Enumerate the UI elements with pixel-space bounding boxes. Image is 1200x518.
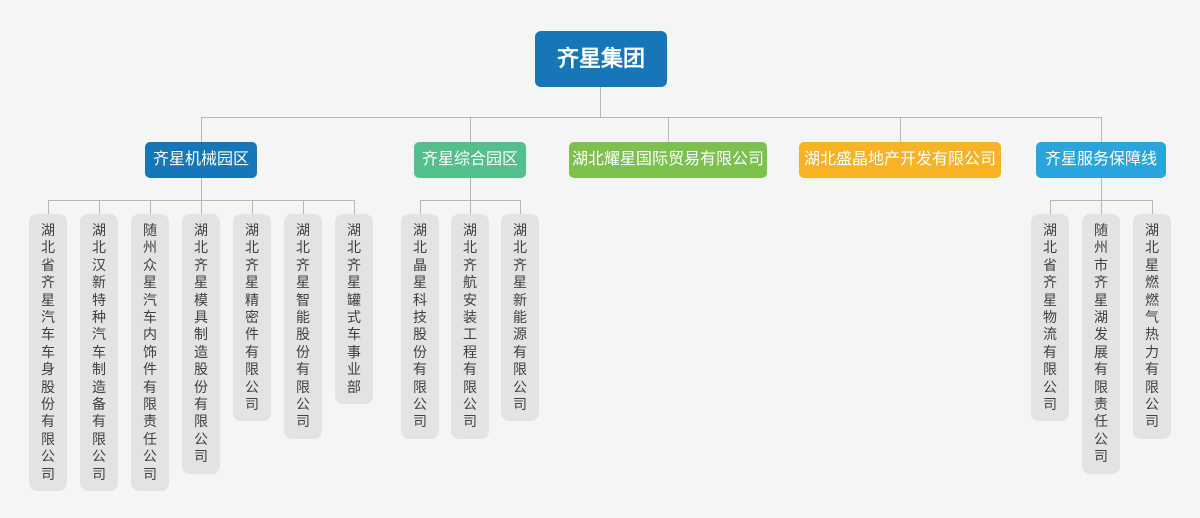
connector-line [1050,200,1051,214]
node-service-support-line: 齐星服务保障线 [1036,142,1166,178]
connector-line [99,200,100,214]
connector-line [900,117,901,142]
connector-line [354,200,355,214]
leaf-node: 湖北齐航安装工程有限公司 [451,214,489,439]
node-qixing-group-root: 齐星集团 [535,31,667,87]
connector-line [470,200,471,214]
connector-line [470,178,471,200]
connector-line [303,200,304,214]
connector-line [420,200,421,214]
connector-line [201,117,202,142]
connector-line [48,200,49,214]
connector-line [1101,117,1102,142]
leaf-node: 湖北齐星智能股份有限公司 [284,214,322,439]
node-shengjing-realestate: 湖北盛晶地产开发有限公司 [799,142,1001,178]
connector-line [470,117,471,142]
leaf-node: 湖北晶星科技股份有限公司 [401,214,439,439]
leaf-node: 湖北星燃燃气热力有限公司 [1133,214,1171,439]
connector-line [201,200,202,214]
connector-line [1101,200,1102,214]
connector-line [201,117,1102,118]
connector-line [600,87,601,117]
connector-line [252,200,253,214]
leaf-node: 湖北齐星模具制造股份有限公司 [182,214,220,474]
leaf-node: 随州市齐星湖发展有限责任公司 [1082,214,1120,474]
connector-line [668,117,669,142]
connector-line [201,178,202,200]
connector-line [1152,200,1153,214]
node-zonghe-park: 齐星综合园区 [414,142,526,178]
leaf-node: 湖北齐星精密件有限公司 [233,214,271,422]
leaf-node: 湖北汉新特种汽车制造备有限公司 [80,214,118,492]
leaf-node: 湖北省齐星物流有限公司 [1031,214,1069,422]
connector-line [150,200,151,214]
leaf-node: 湖北齐星罐式车事业部 [335,214,373,405]
leaf-node: 湖北省齐星汽车车身股份有限公司 [29,214,67,492]
connector-line [1101,178,1102,200]
node-jixie-park: 齐星机械园区 [145,142,257,178]
leaf-node: 湖北齐星新能源有限公司 [501,214,539,422]
leaf-node: 随州众星汽车内饰件有限责任公司 [131,214,169,492]
node-yaoxing-trade: 湖北耀星国际贸易有限公司 [569,142,767,178]
connector-line [520,200,521,214]
